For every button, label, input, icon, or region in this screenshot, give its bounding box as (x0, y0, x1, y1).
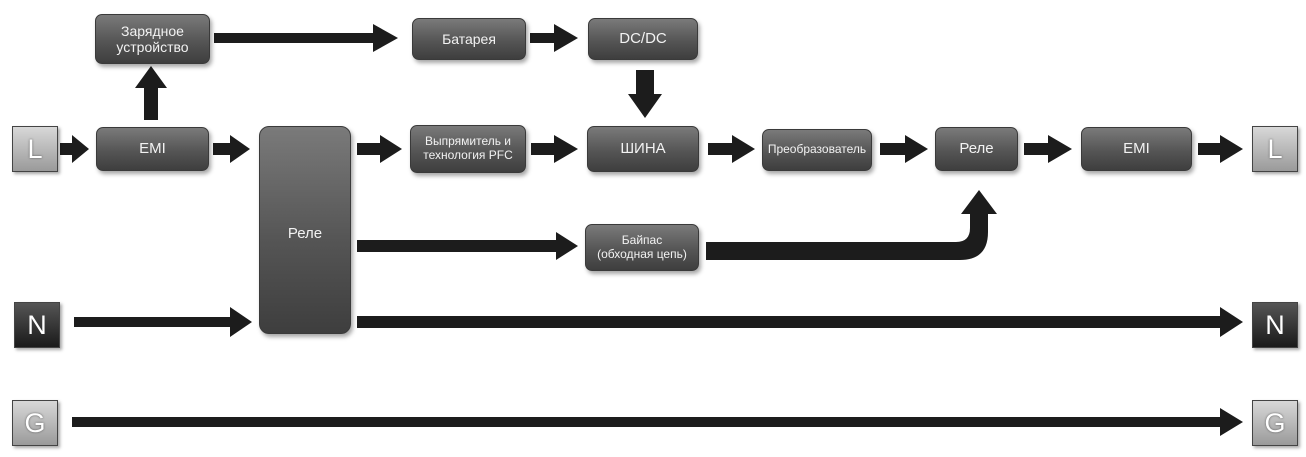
input-n-terminal: N (14, 302, 60, 348)
charger-label-line2: устройство (116, 39, 189, 55)
emi-input-block: EMI (96, 127, 209, 171)
converter-block: Преобразователь (762, 129, 872, 171)
arrow-dcdc-to-bus (628, 70, 662, 118)
arrow-emi-to-charger (135, 66, 167, 120)
arrow-emi-to-l (1198, 135, 1243, 163)
arrow-relay-to-bypass (357, 232, 578, 260)
arrow-relay-to-n (357, 307, 1243, 337)
rectifier-label-line2: технология PFC (423, 148, 513, 162)
battery-block: Батарея (412, 18, 526, 60)
output-n-terminal: N (1252, 302, 1298, 348)
arrow-rectifier-to-bus (531, 135, 578, 163)
output-l-terminal: L (1252, 126, 1298, 172)
input-l-terminal: L (12, 126, 58, 172)
relay-main-block: Реле (259, 126, 351, 334)
output-g-terminal: G (1252, 400, 1298, 446)
relay-main-label: Реле (287, 225, 323, 242)
arrow-g-to-g (72, 408, 1243, 436)
arrow-battery-to-dcdc (530, 24, 578, 52)
dcdc-block: DC/DC (588, 18, 698, 60)
charger-label-line1: Зарядное (121, 22, 184, 39)
bypass-label-line1: Байпас (621, 232, 663, 247)
emi-output-block: EMI (1081, 127, 1192, 171)
arrow-n-to-relay (74, 307, 252, 337)
arrow-bypass-to-relay (706, 190, 997, 260)
rectifier-pfc-block: Выпрямитель и технология PFC (410, 125, 526, 173)
relay-output-block: Реле (935, 127, 1018, 171)
arrow-relay-to-rectifier (357, 135, 402, 163)
bus-block: ШИНА (587, 126, 699, 172)
rectifier-label-line1: Выпрямитель и (424, 134, 512, 149)
bypass-label-line2: (обходная цепь) (597, 246, 687, 261)
charger-block: Зарядное устройство (95, 14, 210, 64)
arrow-converter-to-relay (880, 135, 928, 163)
arrow-relay-to-emi (1024, 135, 1072, 163)
arrow-bus-to-converter (708, 135, 755, 163)
input-g-terminal: G (12, 400, 58, 446)
arrow-charger-to-battery (214, 24, 398, 52)
bypass-block: Байпас (обходная цепь) (585, 224, 699, 271)
arrow-l-to-emi (60, 135, 89, 163)
arrow-emi-to-relay (213, 135, 250, 163)
